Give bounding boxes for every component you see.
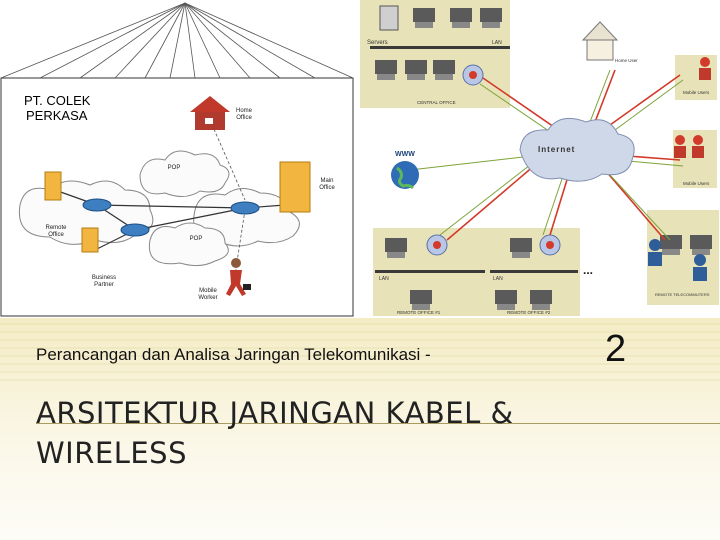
user-icons [648, 57, 711, 281]
label-pop-bottom: POP [189, 236, 203, 242]
band-texture [0, 323, 720, 381]
workstation-icons [375, 5, 712, 310]
slide-number: 2 [605, 328, 627, 370]
label-pop-top: POP [167, 165, 181, 171]
label-remote-office-2: REMOTE OFFICE #2 [507, 310, 551, 315]
slide-title: ARSITEKTUR JARINGAN KABEL & WIRELESS [36, 396, 514, 470]
internet-cloud-icon [519, 117, 635, 182]
label-internet: Internet [538, 145, 575, 154]
network-diagram-right: Servers LAN CENTRAL OFFICE Internet WWW … [355, 0, 720, 318]
home-office-icon [190, 96, 230, 130]
dashed-links [209, 119, 246, 276]
label-mobile-users-2: Mobile Users [683, 181, 710, 186]
left-diagram-graphic [0, 2, 354, 317]
label-servers: Servers [367, 40, 388, 46]
mobile-worker-icon [226, 258, 251, 296]
title-band [0, 318, 720, 540]
company-name-line-1: PT. COLEK [24, 93, 91, 108]
www-globe-icon [391, 161, 419, 190]
label-www: WWW [395, 151, 415, 158]
label-mobile-worker: Mobile Worker [198, 288, 218, 301]
label-home-office: Home Office [235, 108, 252, 121]
cloud-icons [18, 150, 300, 267]
network-diagram-left: PT. COLEK PERKASA Home Office Main Offic… [0, 0, 355, 318]
pstn-connections [409, 69, 684, 241]
label-central-office: CENTRAL OFFICE [417, 100, 456, 105]
title-rule [36, 423, 720, 424]
label-lan-right: LAN [493, 276, 503, 282]
label-remote-office: Remote Office [45, 225, 67, 238]
building-icons [44, 161, 311, 253]
lan-bars [370, 46, 578, 273]
fan-lines [0, 2, 354, 79]
company-name-line-2: PERKASA [26, 108, 88, 123]
right-diagram-graphic: Servers LAN CENTRAL OFFICE Internet WWW … [355, 0, 720, 318]
label-ellipsis: ... [583, 263, 593, 277]
label-lan-top: LAN [492, 40, 502, 46]
label-lan-left: LAN [379, 276, 389, 282]
label-remote-telecommuters: REMOTE TELECOMMUTERS [655, 292, 710, 297]
router-icons [82, 198, 260, 237]
company-name: PT. COLEK PERKASA [24, 93, 134, 123]
label-business-partner: Business Partner [91, 275, 117, 288]
right-diagram-labels: Servers LAN CENTRAL OFFICE Internet WWW … [367, 40, 710, 315]
label-mobile-users-1: Mobile Users [683, 90, 710, 95]
firewall-icons [426, 64, 561, 256]
label-home-user: Home User [615, 58, 638, 63]
label-remote-office-1: REMOTE OFFICE #1 [397, 310, 441, 315]
label-main-office: Main Office [319, 178, 335, 191]
home-user-icon [581, 21, 619, 61]
slide-subtitle: Perancangan dan Analisa Jaringan Telekom… [36, 345, 431, 364]
